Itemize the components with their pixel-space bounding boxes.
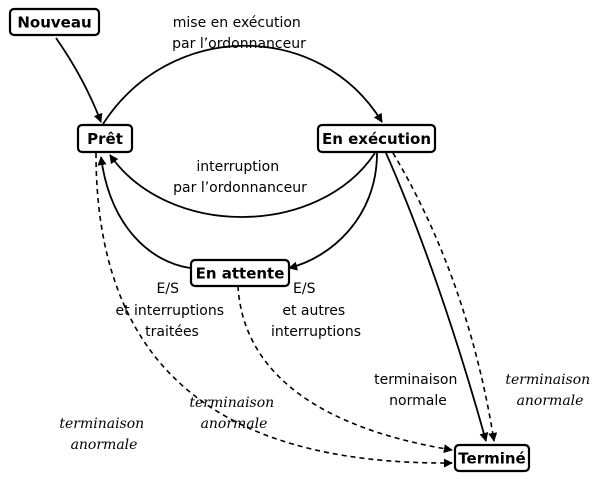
label-io-done: E/S [157,281,180,297]
label-io-done-rest: et interruptions traitées [115,303,228,340]
edge-execution-to-pret [109,152,376,218]
label-io-wait-rest: et autres interruptions [271,303,361,340]
edge-nouveau-to-pret [55,37,103,123]
edge-execution-to-termine-abnormal [392,152,498,442]
edges [55,37,498,468]
node-execution-label: En exécution [322,130,431,148]
label-interrupt: interruption par l’ordonnanceur [173,159,307,196]
edge-pret-to-execution [102,44,383,125]
edge-execution-to-attente [288,152,378,271]
node-nouveau-label: Nouveau [17,14,91,32]
label-dispatch: mise en exécution par l’ordonnanceur [172,15,306,52]
label-normal-exit: terminaison normale [374,372,462,409]
node-attente-label: En attente [196,265,285,283]
edge-attente-to-pret [97,156,191,269]
node-termine: Terminé [453,443,531,473]
label-abnormal-exec: terminaison anormale [505,372,594,409]
node-pret-label: Prêt [87,130,123,148]
edge-execution-to-termine-normal [385,152,489,442]
node-termine-label: Terminé [458,450,525,468]
edge-attente-to-termine-abnormal [237,285,453,454]
node-nouveau: Nouveau [8,7,101,37]
label-abnormal-wait: terminaison anormale [189,395,278,432]
label-io-wait: E/S [293,281,316,297]
label-abnormal-ready: terminaison anormale [59,416,148,453]
node-pret: Prêt [76,123,134,154]
edge-pret-to-termine-abnormal [95,152,453,468]
node-execution: En exécution [316,123,437,154]
node-attente: En attente [189,258,291,288]
